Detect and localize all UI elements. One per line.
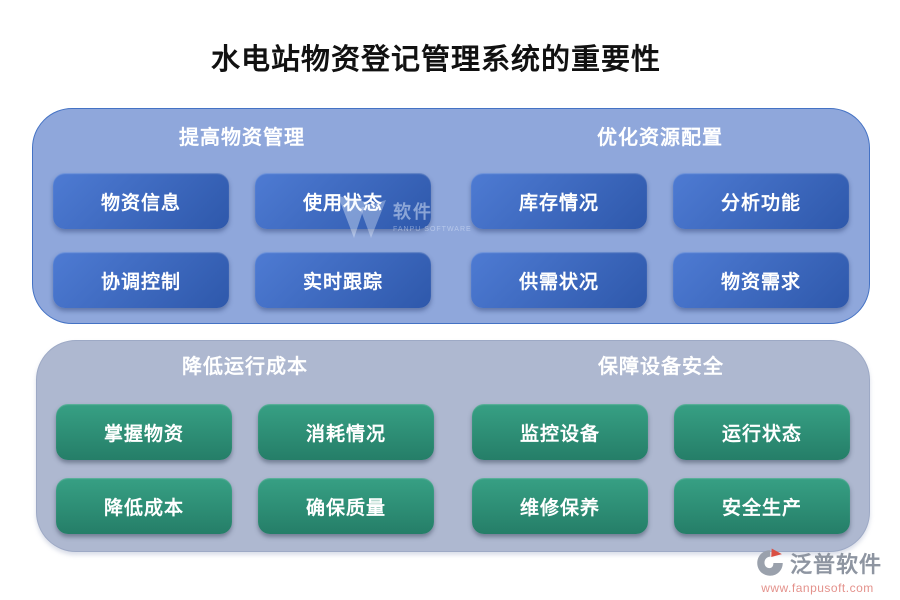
- fanpu-logo-icon: [757, 548, 783, 576]
- cost-reduction-button[interactable]: 降低成本: [56, 478, 232, 534]
- vendor-name: 泛普软件: [789, 552, 882, 577]
- maintenance-button[interactable]: 维修保养: [472, 478, 648, 534]
- consumption-status-button[interactable]: 消耗情况: [258, 404, 434, 460]
- supply-demand-status-button[interactable]: 供需状况: [471, 252, 647, 308]
- top-panel: 提高物资管理 物资信息 使用状态 协调控制 实时跟踪 优化资源配置 库存情况 分…: [32, 108, 870, 324]
- page-title: 水电站物资登记管理系统的重要性: [210, 44, 661, 76]
- bottom-panel: 降低运行成本 掌握物资 消耗情况 降低成本 确保质量 保障设备安全 监控设备 运…: [36, 340, 870, 552]
- usage-status-button[interactable]: 使用状态: [255, 173, 431, 229]
- quality-assurance-button[interactable]: 确保质量: [258, 478, 434, 534]
- button-grid: 监控设备 运行状态 维修保养 安全生产: [472, 404, 850, 534]
- button-grid: 掌握物资 消耗情况 降低成本 确保质量: [56, 404, 434, 534]
- real-time-tracking-button[interactable]: 实时跟踪: [255, 252, 431, 308]
- group-reduce-operating-cost: 降低运行成本 掌握物资 消耗情况 降低成本 确保质量: [37, 341, 453, 551]
- group-improve-material-management: 提高物资管理 物资信息 使用状态 协调控制 实时跟踪: [33, 109, 451, 323]
- button-grid: 库存情况 分析功能 供需状况 物资需求: [471, 173, 849, 308]
- material-info-button[interactable]: 物资信息: [53, 173, 229, 229]
- material-demand-button[interactable]: 物资需求: [673, 252, 849, 308]
- group-optimize-resource-allocation: 优化资源配置 库存情况 分析功能 供需状况 物资需求: [451, 109, 869, 323]
- grasp-materials-button[interactable]: 掌握物资: [56, 404, 232, 460]
- safe-production-button[interactable]: 安全生产: [674, 478, 850, 534]
- group-header: 降低运行成本: [182, 356, 308, 378]
- group-ensure-equipment-safety: 保障设备安全 监控设备 运行状态 维修保养 安全生产: [453, 341, 869, 551]
- group-header: 提高物资管理: [179, 127, 305, 149]
- group-header: 优化资源配置: [597, 127, 723, 149]
- operating-status-button[interactable]: 运行状态: [674, 404, 850, 460]
- vendor-url[interactable]: www.fanpusoft.com: [761, 581, 874, 595]
- vendor-logo[interactable]: 泛普软件 www.fanpusoft.com: [753, 546, 882, 595]
- analysis-function-button[interactable]: 分析功能: [673, 173, 849, 229]
- monitor-equipment-button[interactable]: 监控设备: [472, 404, 648, 460]
- group-header: 保障设备安全: [598, 356, 724, 378]
- button-grid: 物资信息 使用状态 协调控制 实时跟踪: [53, 173, 431, 308]
- coordination-control-button[interactable]: 协调控制: [53, 252, 229, 308]
- inventory-status-button[interactable]: 库存情况: [471, 173, 647, 229]
